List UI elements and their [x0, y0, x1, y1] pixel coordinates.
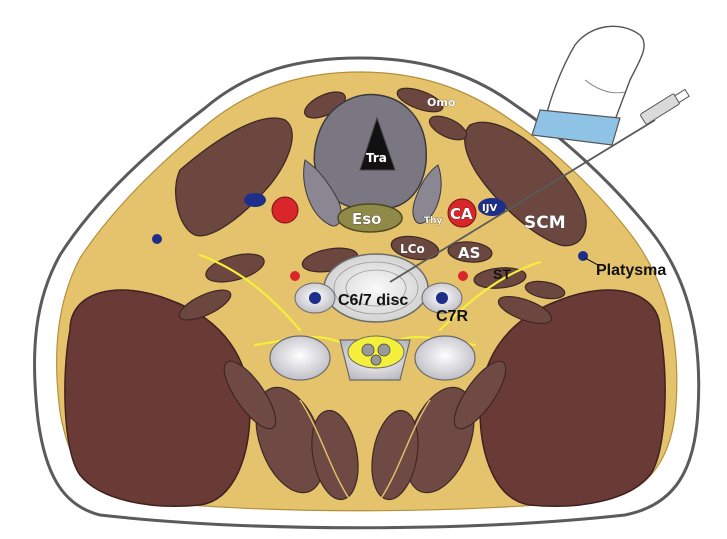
label-c7r: C7R — [436, 308, 468, 325]
label-ijv: IJV — [482, 203, 497, 214]
label-as: AS — [458, 244, 480, 262]
ultrasound-probe-icon — [531, 25, 645, 146]
left-carotid-artery — [271, 196, 299, 224]
esophagus — [337, 203, 403, 233]
external-jugular-right — [578, 251, 588, 261]
transverse-processes — [294, 282, 463, 314]
label-c67-disc: C6/7 disc — [338, 292, 408, 309]
spinal-canal — [347, 335, 405, 369]
posterior-muscle-right — [479, 289, 666, 507]
external-jugular-left — [152, 234, 162, 244]
vertebral-artery-left — [290, 271, 300, 281]
label-thy: Thy — [424, 216, 443, 226]
label-platysma: Platysma — [596, 262, 666, 279]
paraspinal-muscles — [223, 360, 507, 501]
sternocleidomastoid-left — [175, 117, 293, 237]
c6-c7-disc — [323, 253, 429, 323]
right-jugular-vein — [478, 198, 506, 216]
paraspinal-inner-lines — [299, 399, 431, 505]
disc-rings — [333, 261, 419, 315]
vertebral-artery-right — [458, 271, 468, 281]
thyroid-lobe-right — [412, 164, 442, 224]
spinal-cord — [361, 343, 391, 366]
label-tra: Tra — [366, 151, 387, 165]
left-jugular-vein — [244, 193, 266, 207]
sternocleidomastoid-right — [464, 121, 587, 247]
right-carotid-artery — [447, 198, 477, 228]
strap-muscles — [304, 87, 468, 141]
label-ca: CA — [450, 205, 473, 223]
tracheal-lumen — [359, 116, 396, 171]
needle-icon — [389, 88, 690, 283]
platysma-leader — [584, 257, 599, 266]
label-st: ST — [493, 266, 511, 282]
label-eso: Eso — [352, 210, 381, 228]
label-lco: LCo — [400, 242, 425, 256]
label-scm: SCM — [524, 213, 566, 233]
deep-neck-muscles — [178, 235, 566, 325]
label-omo: Omo — [427, 96, 456, 109]
posterior-muscle-left — [64, 289, 251, 507]
